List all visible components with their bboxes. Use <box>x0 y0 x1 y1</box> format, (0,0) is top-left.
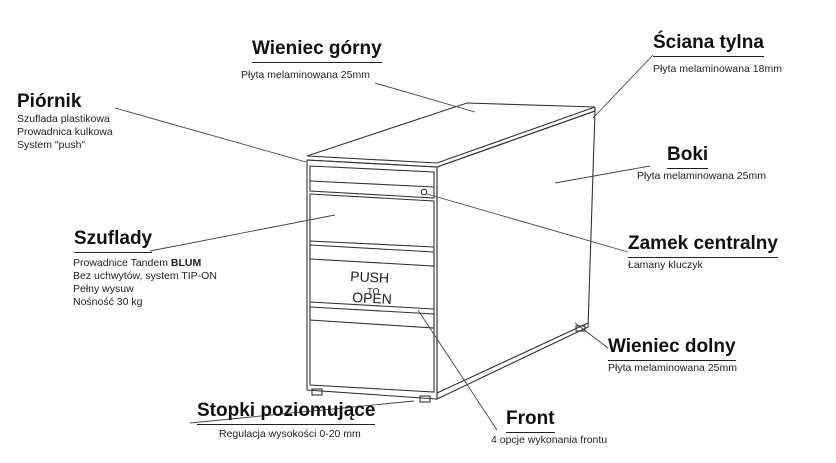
stopki-title: Stopki poziomujące <box>197 400 376 425</box>
pencil-tray-front <box>309 165 435 199</box>
front-title: Front <box>506 408 555 433</box>
side-bottom-edge <box>436 322 589 394</box>
foot-right <box>419 395 431 403</box>
piornik-line-3: System "push" <box>17 139 86 151</box>
front-frame <box>306 159 438 400</box>
foot-left <box>311 388 323 396</box>
leader-wieniec-dolny <box>574 322 609 349</box>
piornik-title: Piórnik <box>17 91 82 112</box>
leader-zamek <box>426 193 629 253</box>
szuflady-line-3: Pełny wysuw <box>73 283 134 295</box>
drawer-gap-2 <box>309 301 435 310</box>
boki-desc: Płyta melaminowana 25mm <box>637 170 766 182</box>
leader-front <box>417 309 498 431</box>
drawer-1-front <box>309 193 435 267</box>
szuflady-line-4: Nośność 30 kg <box>73 296 143 308</box>
stopki-desc: Regulacja wysokości 0-20 mm <box>219 428 361 440</box>
lock-icon <box>420 188 428 196</box>
front-desc: 4 opcje wykonania frontu <box>491 434 608 446</box>
sciana-tylna-desc: Płyta melaminowana 18mm <box>653 63 782 75</box>
to-word: TO <box>367 286 380 297</box>
szuflady-line-1-prefix: Prowadnice Tandem <box>73 257 171 269</box>
wieniec-gorny-title: Wieniec górny <box>252 38 382 63</box>
foot-back <box>575 325 586 332</box>
leader-szuflady <box>149 214 336 252</box>
push-word: PUSH <box>350 268 390 286</box>
leader-wieniec-gorny <box>374 82 476 113</box>
piornik-line-1: Szuflada plastikowa <box>17 113 110 125</box>
szuflady-line-2: Bez uchwytów, system TIP-ON <box>73 270 217 282</box>
leader-piornik <box>114 107 307 163</box>
piornik-line-2: Prowadnica kulkowa <box>17 126 113 138</box>
blum-brand: BLUM <box>170 257 202 269</box>
open-word: OPEN <box>352 289 392 307</box>
leader-lines <box>114 54 654 431</box>
wieniec-dolny-title: Wieniec dolny <box>608 336 736 361</box>
leader-boki <box>554 165 651 184</box>
drawer-gap-1 <box>309 240 435 248</box>
wieniec-dolny-desc: Płyta melaminowana 25mm <box>608 362 737 374</box>
zamek-centralny-desc: Łamany kluczyk <box>628 259 703 271</box>
szuflady-title: Szuflady <box>74 228 153 253</box>
szuflady-line-1: Prowadnice Tandem BLUM <box>73 257 201 270</box>
leader-sciana-tylna <box>592 54 654 119</box>
pencil-tray-gap <box>309 180 435 188</box>
cabinet <box>306 102 596 403</box>
sciana-tylna-title: Ściana tylna <box>653 32 764 57</box>
wieniec-gorny-desc: Płyta melaminowana 25mm <box>241 69 370 81</box>
boki-title: Boki <box>667 144 709 169</box>
push-to-open-marking: PUSH TO OPEN <box>350 268 392 307</box>
zamek-centralny-title: Zamek centralny <box>628 233 778 258</box>
top-panel <box>306 102 596 164</box>
drawer-3-front <box>309 306 435 393</box>
leader-stopki <box>189 400 415 424</box>
